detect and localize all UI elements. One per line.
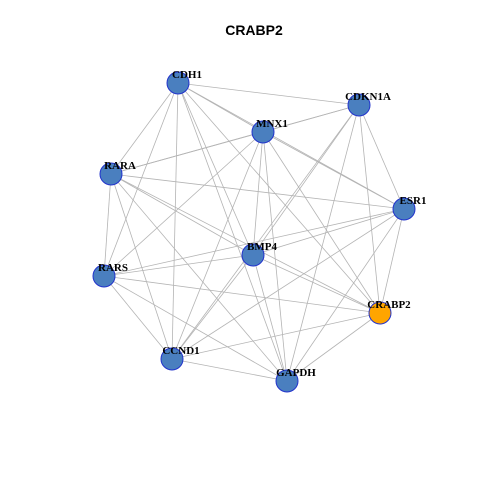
edge-mnx1-crabp2 xyxy=(262,131,381,314)
edge-esr1-bmp4 xyxy=(252,208,405,256)
edge-esr1-rars xyxy=(103,208,405,277)
edge-ccnd1-gapdh xyxy=(171,358,288,382)
node-ccnd1 xyxy=(160,347,184,371)
edge-cdh1-rara xyxy=(110,82,179,175)
edge-cdh1-cdkn1a xyxy=(177,82,360,106)
edge-layer xyxy=(103,82,405,382)
edge-rara-bmp4 xyxy=(110,173,254,256)
edge-rara-gapdh xyxy=(110,173,288,382)
edge-esr1-gapdh xyxy=(286,208,405,382)
edge-rara-ccnd1 xyxy=(110,173,173,360)
node-rara xyxy=(99,162,123,186)
edge-mnx1-rars xyxy=(103,131,264,277)
edge-crabp2-ccnd1 xyxy=(171,312,381,360)
node-cdkn1a xyxy=(347,93,371,117)
edge-rars-crabp2 xyxy=(103,275,381,314)
edge-mnx1-esr1 xyxy=(262,131,405,210)
node-rars xyxy=(92,264,116,288)
node-label-rara: RARA xyxy=(104,160,136,172)
edge-bmp4-crabp2 xyxy=(252,254,381,314)
node-mnx1 xyxy=(251,120,275,144)
node-crabp2 xyxy=(368,301,392,325)
edge-cdkn1a-ccnd1 xyxy=(171,104,360,360)
edge-cdh1-ccnd1 xyxy=(171,82,179,360)
edge-cdkn1a-gapdh xyxy=(286,104,360,382)
edge-mnx1-ccnd1 xyxy=(171,131,264,360)
node-cdh1 xyxy=(166,71,190,95)
edge-rara-crabp2 xyxy=(110,173,381,314)
edge-bmp4-rars xyxy=(103,254,254,277)
edge-cdh1-gapdh xyxy=(177,82,288,382)
edge-cdkn1a-crabp2 xyxy=(358,104,381,314)
node-bmp4 xyxy=(241,243,265,267)
edge-crabp2-gapdh xyxy=(286,312,381,382)
edge-cdh1-rars xyxy=(103,82,179,277)
edge-bmp4-gapdh xyxy=(252,254,288,382)
node-label-gapdh: GAPDH xyxy=(276,367,316,379)
plot-title: CRABP2 xyxy=(225,22,283,38)
node-label-crabp2: CRABP2 xyxy=(367,299,411,311)
edge-rara-esr1 xyxy=(110,173,405,210)
node-label-cdkn1a: CDKN1A xyxy=(345,91,391,103)
node-label-ccnd1: CCND1 xyxy=(162,345,199,357)
edge-rars-ccnd1 xyxy=(103,275,173,360)
edge-mnx1-rara xyxy=(110,131,264,175)
edge-esr1-crabp2 xyxy=(379,208,405,314)
node-label-bmp4: BMP4 xyxy=(247,241,277,253)
edge-cdh1-crabp2 xyxy=(177,82,381,314)
edge-mnx1-bmp4 xyxy=(252,131,264,256)
edge-mnx1-gapdh xyxy=(262,131,288,382)
edge-cdkn1a-esr1 xyxy=(358,104,405,210)
node-label-rars: RARS xyxy=(98,262,128,274)
node-layer xyxy=(92,71,416,393)
node-esr1 xyxy=(392,197,416,221)
edge-bmp4-ccnd1 xyxy=(171,254,254,360)
edge-cdkn1a-bmp4 xyxy=(252,104,360,256)
node-label-mnx1: MNX1 xyxy=(256,118,288,130)
edge-esr1-ccnd1 xyxy=(171,208,405,360)
edge-cdh1-bmp4 xyxy=(177,82,254,256)
node-label-esr1: ESR1 xyxy=(400,195,427,207)
edge-rars-gapdh xyxy=(103,275,288,382)
node-gapdh xyxy=(275,369,299,393)
edge-rara-rars xyxy=(103,173,112,277)
node-label-cdh1: CDH1 xyxy=(172,69,202,81)
